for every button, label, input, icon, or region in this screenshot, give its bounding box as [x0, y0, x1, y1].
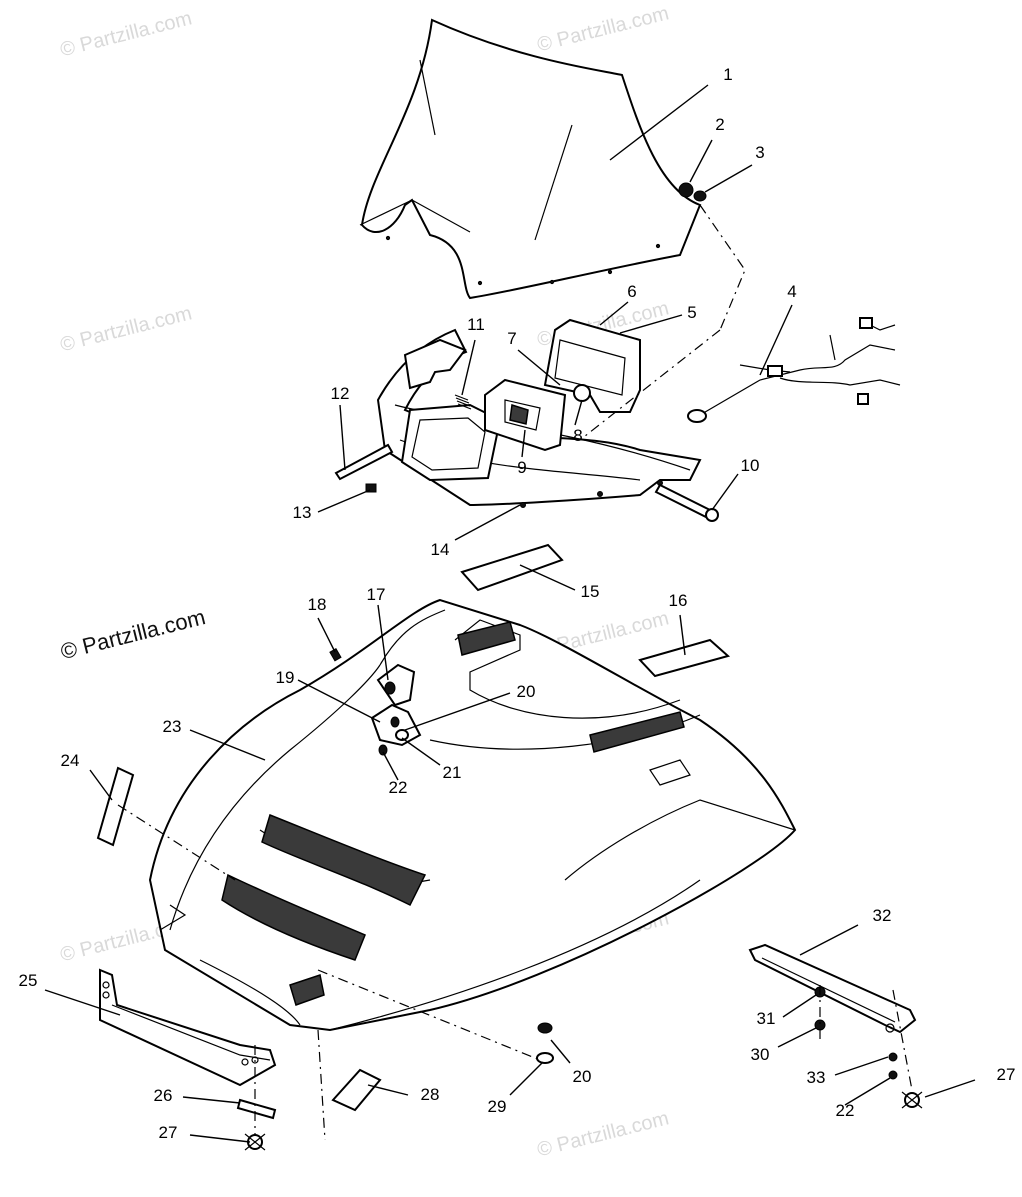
- center-line: [317, 1029, 326, 1141]
- callout-label: 33: [806, 1068, 826, 1087]
- decal: [638, 638, 731, 678]
- nut: [365, 483, 377, 493]
- screw: [334, 443, 394, 481]
- callout-label: 18: [307, 595, 327, 614]
- callout-label: 3: [755, 143, 765, 162]
- center-line: [699, 204, 746, 331]
- leader-lines: [44, 84, 976, 1143]
- callout-label: 17: [366, 585, 386, 604]
- callout-label: 21: [442, 763, 462, 782]
- callout-label: 7: [507, 329, 517, 348]
- callout-label: 11: [467, 315, 485, 334]
- callout-label: 24: [60, 751, 80, 770]
- callout-label: 29: [487, 1097, 507, 1116]
- center-line: [317, 969, 541, 1061]
- callout-label: 23: [162, 717, 182, 736]
- callout-label: 15: [580, 582, 600, 601]
- callout-label: 8: [573, 426, 583, 445]
- callout-label: 9: [517, 458, 527, 477]
- decal: [460, 543, 564, 592]
- center-line: [117, 804, 236, 881]
- callout-label: 25: [18, 971, 38, 990]
- callout-label: 22: [835, 1101, 855, 1120]
- bolt: [236, 1098, 277, 1120]
- screw: [654, 483, 712, 519]
- callout-label: 30: [750, 1045, 770, 1064]
- mount-bracket: [99, 968, 277, 1087]
- trim-strip: [96, 766, 135, 847]
- trim-strip: [331, 1068, 382, 1112]
- callout-label: 2: [715, 115, 725, 134]
- headlight-lens: [400, 378, 567, 482]
- callout-label: 1: [723, 65, 733, 84]
- callout-label: 20: [572, 1067, 592, 1086]
- callout-label: 5: [687, 303, 697, 322]
- callout-label: 31: [756, 1009, 776, 1028]
- callout-label: 13: [292, 503, 312, 522]
- spring: [454, 394, 472, 410]
- callout-label: 20: [516, 682, 536, 701]
- callout-label: 19: [275, 668, 295, 687]
- callout-label: 32: [872, 906, 892, 925]
- push-nut: [901, 1091, 923, 1109]
- callout-label: 4: [787, 282, 797, 301]
- wiring-harness: [687, 317, 901, 423]
- callout-label: 27: [158, 1123, 178, 1142]
- callout-label: 10: [740, 456, 760, 475]
- trim-piece: [403, 338, 467, 390]
- hood: [148, 598, 797, 1032]
- callout-label: 6: [627, 282, 637, 301]
- grommet: [536, 1052, 554, 1064]
- nut: [537, 1022, 553, 1034]
- callout-label: 16: [668, 591, 688, 610]
- callout-label: 14: [430, 540, 450, 559]
- nut: [693, 190, 707, 202]
- callout-label: 27: [996, 1065, 1016, 1084]
- callout-label: 12: [330, 384, 350, 403]
- callout-label: 22: [388, 778, 408, 797]
- callout-label: 28: [420, 1085, 440, 1104]
- center-line: [892, 989, 913, 1091]
- center-line: [579, 329, 721, 441]
- callout-label: 26: [153, 1086, 173, 1105]
- windshield: [359, 18, 702, 300]
- support-bracket: [748, 943, 917, 1080]
- well-nut: [678, 182, 694, 198]
- push-nut: [244, 1133, 266, 1151]
- headlight-housing: [543, 318, 641, 413]
